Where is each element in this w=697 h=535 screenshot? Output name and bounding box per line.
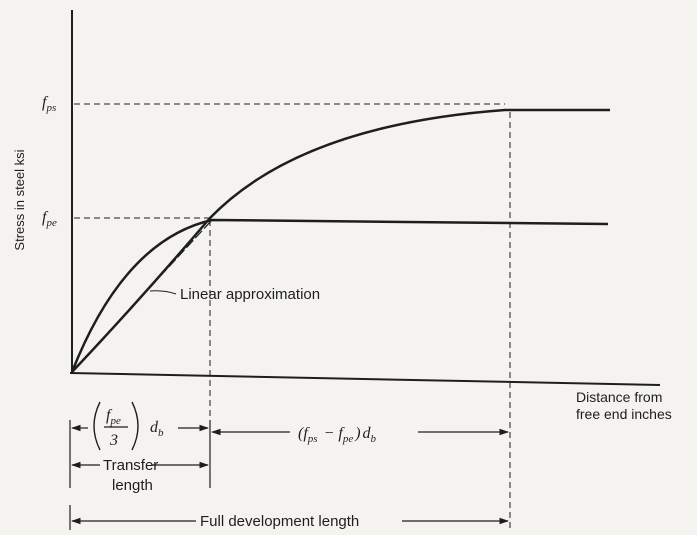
fpe-stress-curve (70, 218, 609, 373)
transfer-paren-right (131, 401, 139, 451)
transfer-length-label-line2: length (112, 477, 153, 494)
transfer-paren-left (93, 401, 101, 451)
x-axis-label-line2: free end inches (576, 406, 672, 422)
flexural-formula: (fps−fpe)db (298, 425, 377, 445)
transfer-numerator: fpe (106, 407, 121, 427)
full-development-length-label: Full development length (200, 513, 359, 530)
linear-approximation-label: Linear approximation (180, 286, 320, 303)
transfer-formula: fpe 3 db (93, 401, 164, 451)
linear-approximation-leader (149, 290, 177, 295)
transfer-db: db (150, 419, 164, 439)
x-axis-label-line1: Distance from (576, 389, 662, 405)
fpe-level-label: fpe (42, 209, 57, 229)
fps-level-label: fps (42, 94, 56, 114)
x-axis (69, 372, 661, 386)
fps-stress-curve (71, 108, 610, 373)
transfer-denominator: 3 (109, 432, 118, 449)
y-axis-label: Stress in steel ksi (12, 149, 27, 250)
transfer-length-label-line1: Transfer (103, 457, 158, 474)
